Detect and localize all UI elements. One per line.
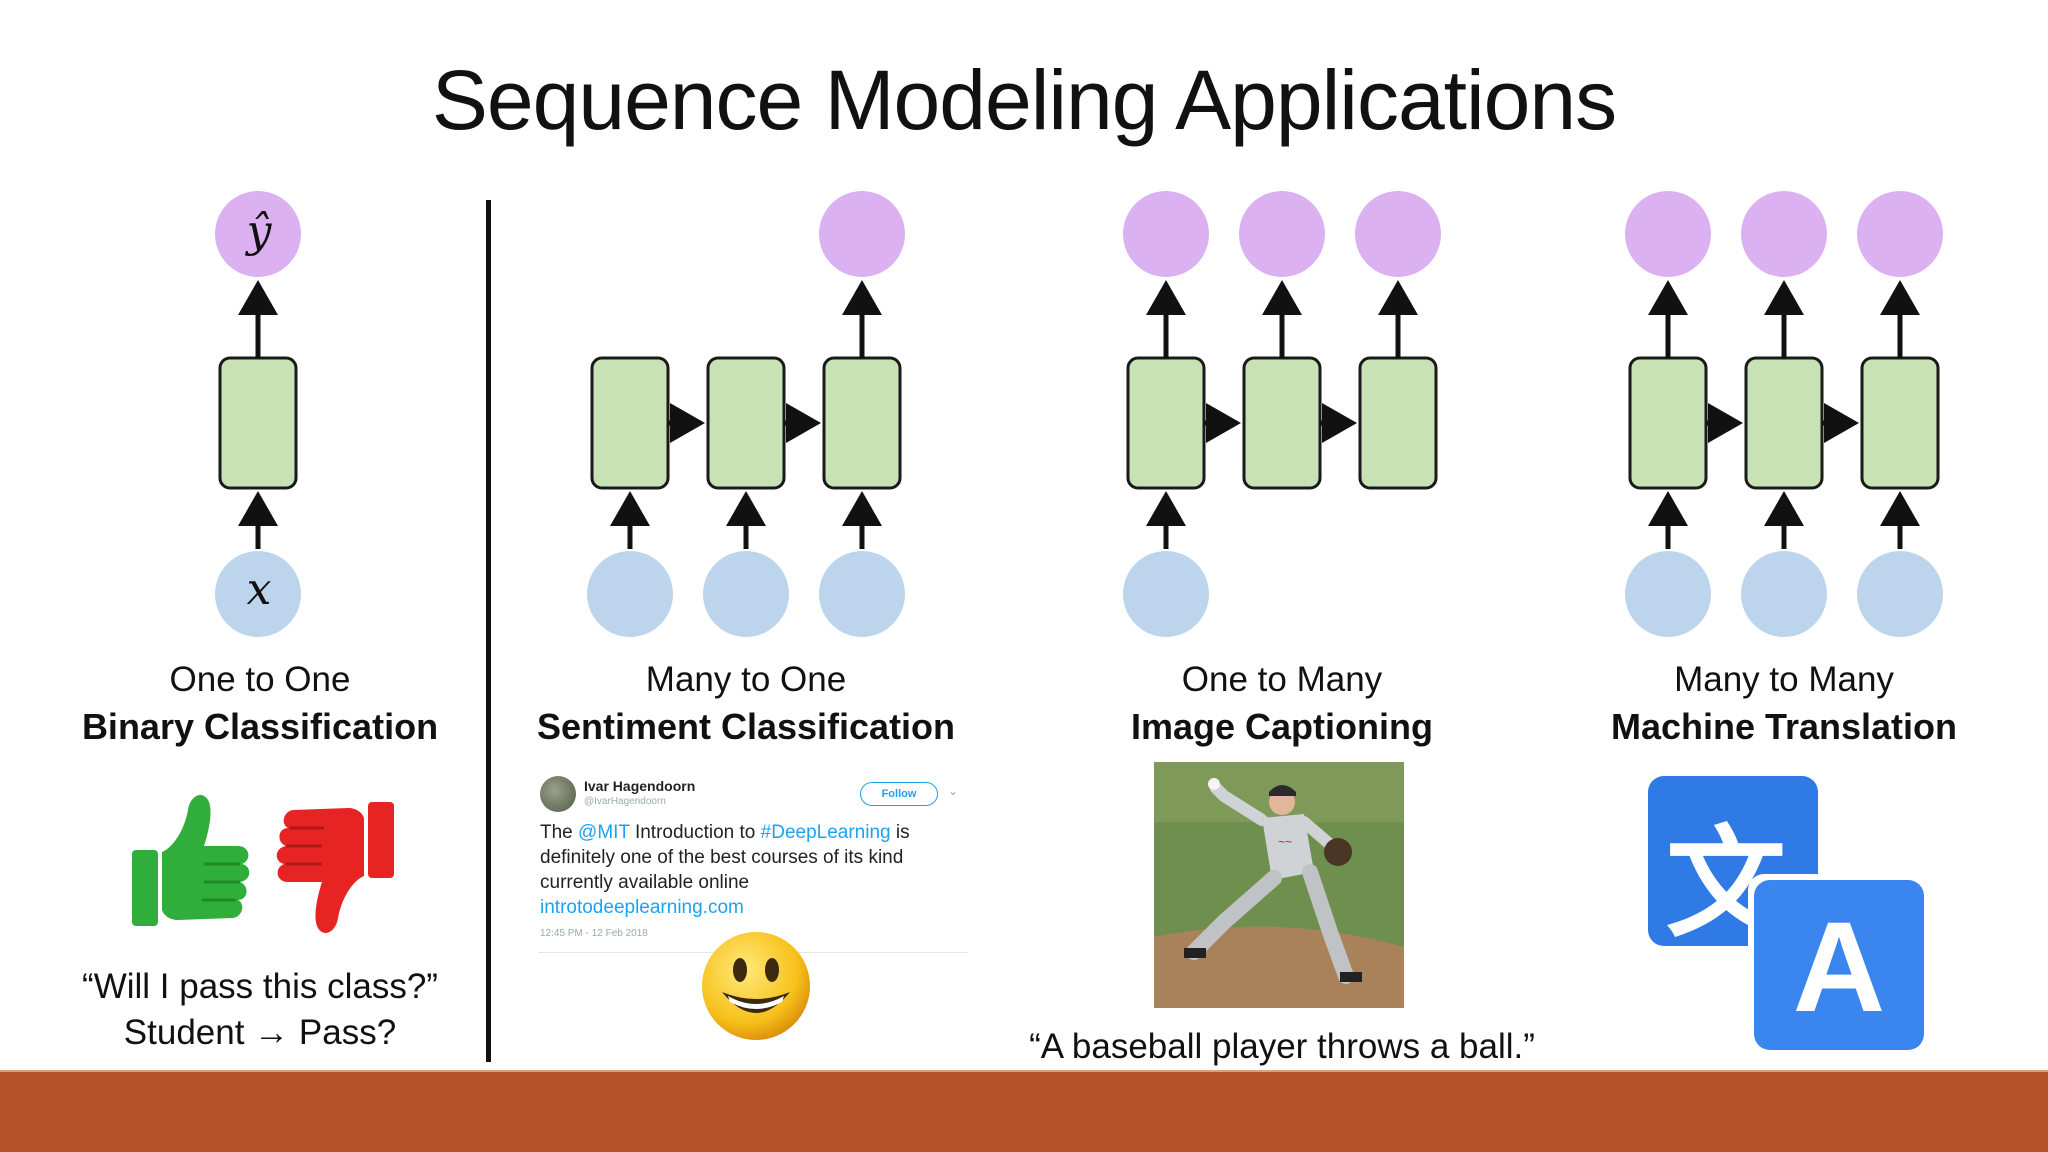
follow-button[interactable]: Follow xyxy=(860,782,938,806)
binary-caption: “Will I pass this class?” Student → Pass… xyxy=(60,964,460,1056)
image-caption: “A baseball player throws a ball.” xyxy=(1029,1027,1535,1066)
rnn-cell xyxy=(1126,356,1206,490)
footer-accent-line xyxy=(0,1070,2048,1073)
tweet-author-handle: @IvarHagendoorn xyxy=(584,796,666,807)
panel-kind: One to Many xyxy=(1181,660,1383,699)
output-node xyxy=(1239,191,1325,277)
chevron-down-icon[interactable]: ⌄ xyxy=(948,784,959,798)
tweet-timestamp: 12:45 PM - 12 Feb 2018 xyxy=(540,928,648,939)
thumbs-up-down-icon xyxy=(132,795,394,933)
output-node xyxy=(1741,191,1827,277)
tweet-text-part: is definitely one of the best courses of… xyxy=(540,822,910,893)
output-node xyxy=(215,191,301,277)
input-node xyxy=(703,551,789,637)
translate-front-glyph: A xyxy=(1792,896,1886,1039)
output-node xyxy=(819,191,905,277)
input-node xyxy=(1123,551,1209,637)
panel-kind: One to One xyxy=(169,660,351,699)
tweet-url-link[interactable]: introtodeeplearning.com xyxy=(540,897,744,918)
rnn-cell xyxy=(706,356,786,490)
panel-one-to-one-label: One to One Binary Classification xyxy=(0,660,520,748)
tweet-hashtag-link[interactable]: #DeepLearning xyxy=(760,822,891,843)
panel-task: Image Captioning xyxy=(1130,706,1433,747)
rnn-cell xyxy=(218,356,298,490)
caption-line: “Will I pass this class?” xyxy=(82,967,438,1006)
panel-task: Binary Classification xyxy=(81,706,439,747)
panel-many-to-one-label: Many to One Sentiment Classification xyxy=(486,660,1006,748)
output-y-hat-label: ŷ xyxy=(246,206,272,257)
input-node xyxy=(819,551,905,637)
divider-line xyxy=(486,200,491,1062)
rnn-cell xyxy=(822,356,902,490)
caption-line: Student → Pass? xyxy=(123,1013,397,1052)
rnn-cell xyxy=(1358,356,1438,490)
tweet-text: The @MIT Introduction to #DeepLearning i… xyxy=(540,820,970,920)
google-translate-icon: 文 A xyxy=(1648,776,1924,1050)
tweet-text-part: The xyxy=(540,822,579,843)
smiley-emoji-icon xyxy=(702,932,810,1040)
translate-front-tile: A xyxy=(1754,880,1924,1050)
input-node xyxy=(587,551,673,637)
output-node xyxy=(1625,191,1711,277)
output-node xyxy=(1123,191,1209,277)
panel-many-to-many-label: Many to Many Machine Translation xyxy=(1524,660,2044,748)
svg-text:~~: ~~ xyxy=(1278,835,1292,849)
input-node xyxy=(1741,551,1827,637)
output-node xyxy=(1857,191,1943,277)
tweet-card: Ivar Hagendoorn @IvarHagendoorn Follow ⌄… xyxy=(538,770,968,953)
avatar xyxy=(540,776,576,812)
rnn-cell xyxy=(1860,356,1940,490)
input-node xyxy=(215,551,301,637)
output-node xyxy=(1355,191,1441,277)
panel-one-to-many-label: One to Many Image Captioning xyxy=(1022,660,1542,748)
input-x-label: x xyxy=(246,564,272,615)
panel-kind: Many to Many xyxy=(1674,660,1894,699)
tweet-text-part: Introduction to xyxy=(629,822,761,843)
panel-task: Sentiment Classification xyxy=(536,706,956,747)
rnn-cell xyxy=(1744,356,1824,490)
slide-title: Sequence Modeling Applications xyxy=(431,53,1617,147)
baseball-player-photo: ~~ xyxy=(1154,762,1404,1008)
rnn-cell xyxy=(590,356,670,490)
rnn-cell xyxy=(1242,356,1322,490)
tweet-mention-link[interactable]: @MIT xyxy=(578,822,630,843)
panel-kind: Many to One xyxy=(645,660,847,699)
footer-bar xyxy=(0,1072,2048,1152)
panel-task: Machine Translation xyxy=(1610,706,1958,747)
input-node xyxy=(1857,551,1943,637)
input-node xyxy=(1625,551,1711,637)
rnn-cell xyxy=(1628,356,1708,490)
tweet-author-name: Ivar Hagendoorn xyxy=(584,778,696,794)
